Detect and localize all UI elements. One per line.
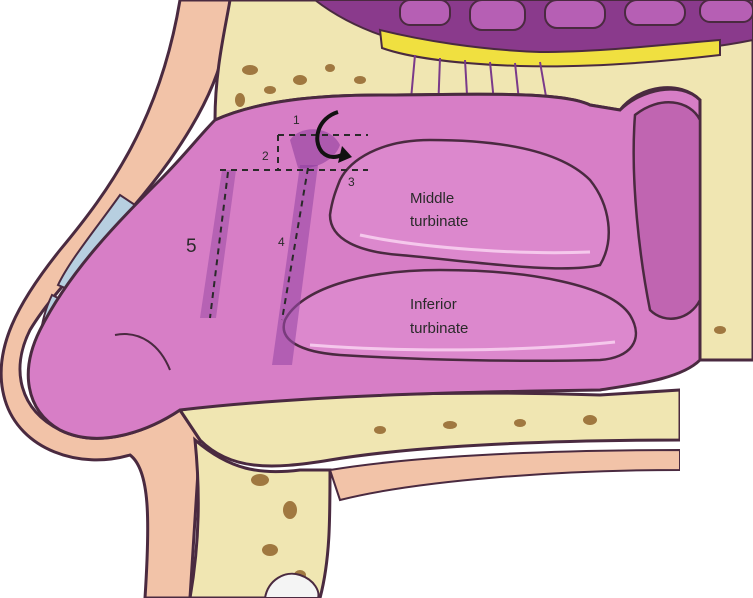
palate-pink-layer [330, 450, 680, 500]
label-middle-turbinate-2: turbinate [410, 213, 468, 230]
label-4: 4 [278, 235, 285, 249]
label-middle-turbinate-1: Middle [410, 190, 454, 207]
label-3: 3 [348, 175, 355, 189]
label-2: 2 [262, 149, 269, 163]
label-5: 5 [186, 236, 197, 257]
label-inferior-turbinate-1: Inferior [410, 296, 457, 313]
label-1: 1 [293, 113, 300, 127]
background-cutout [680, 372, 753, 598]
label-inferior-turbinate-2: turbinate [410, 320, 468, 337]
